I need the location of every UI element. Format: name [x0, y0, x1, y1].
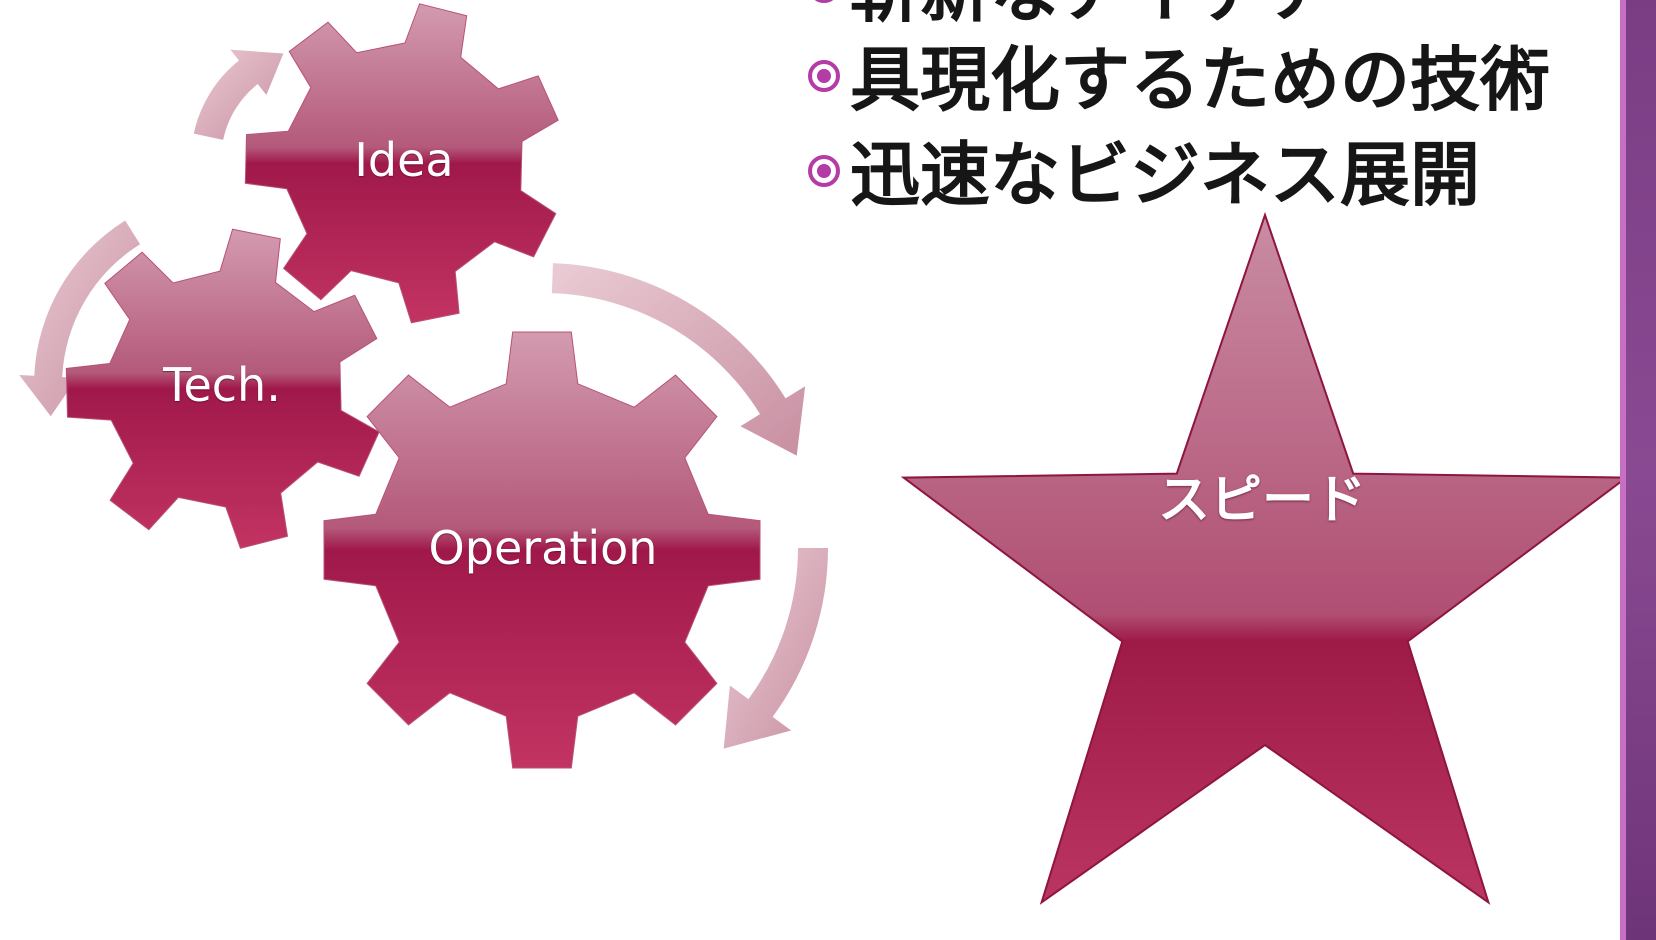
star-icon	[900, 211, 1630, 905]
gear-icon	[244, 3, 559, 324]
bullet-item: 迅速なビジネス展開	[808, 140, 1480, 210]
bullet-text: 斬新なアイデア	[850, 0, 1337, 32]
bullet-item: 具現化するための技術	[808, 45, 1550, 115]
gear-icon	[323, 331, 761, 769]
cycle-arrow-icon	[723, 548, 828, 749]
bullet-item: 斬新なアイデア	[808, 0, 1337, 26]
bullet-marker-icon	[808, 0, 840, 3]
gear-label-tech: Tech.	[163, 358, 281, 412]
cycle-arrow-icon	[19, 220, 141, 417]
bullet-marker-icon	[808, 155, 840, 187]
bullet-text: 具現化するための技術	[850, 39, 1550, 121]
gear-label-operation: Operation	[428, 521, 658, 575]
cycle-arrow-icon	[551, 263, 806, 456]
cycle-arrow-icon	[193, 49, 284, 140]
gear-label-idea: Idea	[354, 133, 454, 187]
right-edge-highlight	[1620, 0, 1626, 940]
bullet-text: 迅速なビジネス展開	[850, 134, 1480, 216]
gear-icon	[65, 228, 380, 549]
bullet-marker-icon	[808, 60, 840, 92]
star-label: スピード	[1157, 470, 1367, 531]
right-edge-band	[1620, 0, 1656, 940]
